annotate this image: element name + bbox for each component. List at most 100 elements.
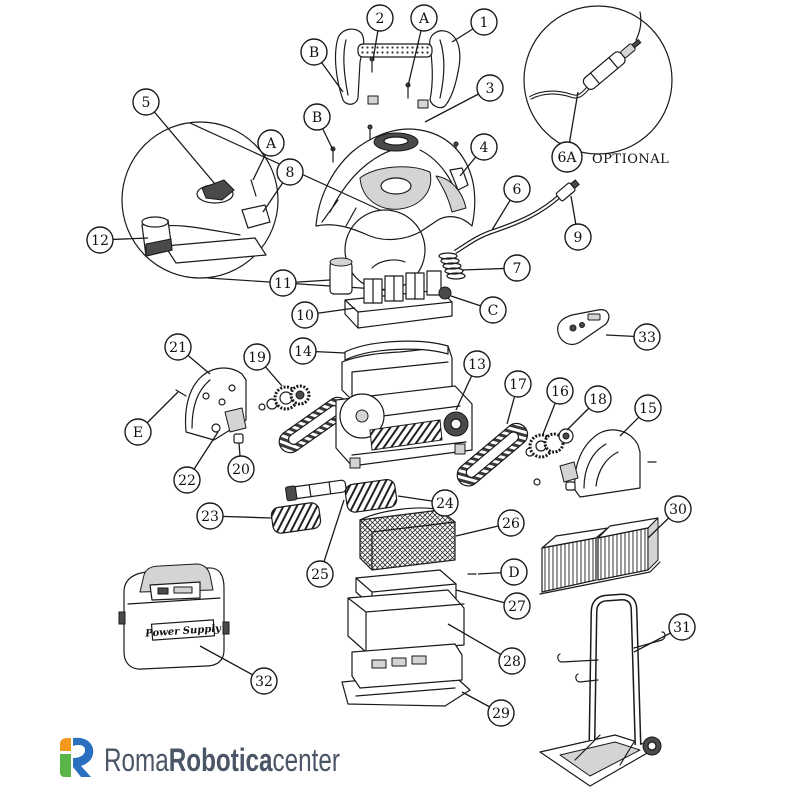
leader-line [145,101,216,185]
flap-part [341,340,453,401]
callout-number: 10 [296,308,314,324]
callout-letter-a-inset: A [252,129,285,181]
brush-24-part [344,478,398,513]
cable-part [453,192,564,254]
callout-circle [504,370,532,398]
callout-18: 18 [566,385,612,431]
callout-letter-a-top: A [407,4,438,87]
callout-number: 6A [557,150,577,166]
callout-number: 5 [142,95,151,111]
callout-number: 16 [551,384,569,400]
callout-number: 20 [232,462,250,478]
callout-number: 27 [508,599,526,615]
callout-circle [503,592,531,620]
callout-circle [470,133,498,161]
callout-number: 30 [669,502,687,518]
callout-circle [551,141,583,173]
callout-number: 6 [513,182,522,198]
brand-logo: RomaRoboticacenter [60,737,340,778]
callout-number: 7 [513,261,522,277]
callout-number: 9 [574,230,583,246]
callout-31: 31 [633,613,696,653]
callout-number: 29 [492,706,510,722]
callout-22: 22 [173,431,219,494]
power-supply-part: Power Supply [118,563,230,670]
callout-circle [366,4,394,32]
callout-letter: D [508,565,519,581]
callout-2: 2 [366,4,394,61]
plug-part [555,179,580,202]
callout-letter-d: D [467,558,528,586]
callout-number: 23 [201,509,219,525]
callout-number: 24 [436,496,454,512]
callout-circle [306,560,334,588]
callout-7: 7 [461,254,531,282]
power-supply-label: Power Supply [144,623,222,639]
callout-number: 8 [286,165,295,181]
callout-circle [269,269,297,297]
callout-circle [196,502,224,530]
inset-circle [523,5,673,155]
callout-27: 27 [455,589,531,620]
callout-1: 1 [451,8,498,43]
callout-33: 33 [605,323,661,351]
callout-14: 14 [289,337,346,365]
adapter-6a-part [582,38,642,90]
inset-circle-left [121,121,279,279]
callout-circle [173,466,201,494]
callout-number: 2 [376,11,385,27]
callout-circle [463,350,491,378]
callout-4: 4 [459,133,498,177]
callout-number: 3 [486,81,495,97]
callout-circle [250,667,278,695]
callout-32: 32 [199,645,278,695]
callout-20: 20 [227,442,255,483]
callout-30: 30 [647,495,692,539]
callout-circle [276,158,304,186]
remote-control-part [557,309,610,345]
callout-number: 11 [274,276,292,292]
callout-13: 13 [455,350,491,411]
callout-circle [291,301,319,329]
handle-part [334,28,461,109]
callout-5: 5 [132,88,216,185]
callout-17: 17 [504,370,532,425]
housing-part [141,216,173,257]
callout-circle [498,647,526,675]
clip-part [449,167,469,191]
right-side-plate-part [574,429,657,498]
callout-circle [503,254,531,282]
tray-part [347,589,465,653]
callout-number: 14 [294,344,312,360]
callout-number: 12 [91,233,109,249]
callout-letter-b-top: B [300,38,344,93]
callout-circle [487,699,515,727]
logo-mark-icon [60,737,94,777]
right-track-part [456,422,529,487]
callout-19: 19 [243,343,283,387]
callout-circle [500,558,528,586]
callout-26: 26 [455,509,525,537]
caddy-cart-part [539,593,666,787]
callout-circle [431,489,459,517]
callout-circle [300,38,328,66]
callout-letter: B [309,45,319,61]
callout-16: 16 [542,377,574,435]
callout-3: 3 [424,74,504,123]
adapter-cable-end [635,11,642,41]
callout-28: 28 [447,623,526,675]
axle-part [285,479,347,502]
callout-circle [164,333,192,361]
callout-number: 17 [509,377,527,393]
callout-circle [546,377,574,405]
optional-part-inset [523,5,673,155]
left-track-part [278,396,350,454]
callout-number: 4 [480,140,489,156]
callout-circle [668,613,696,641]
callout-circle [410,4,438,32]
body-frame-part [335,385,473,469]
callout-circle [124,418,152,446]
callout-10: 10 [291,301,356,329]
